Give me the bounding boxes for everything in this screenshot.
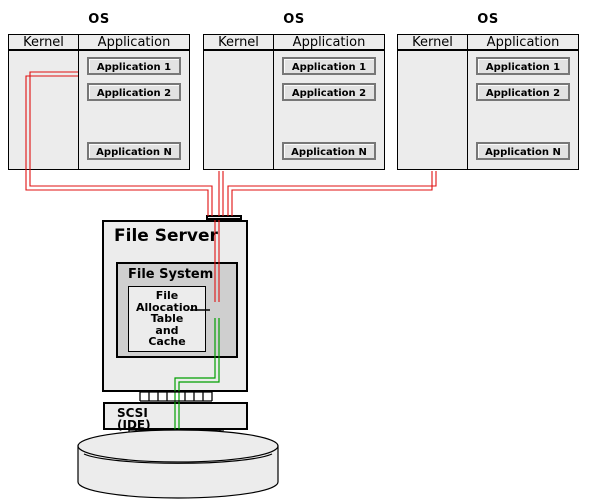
- scsi-controller-box: SCSI (IDE): [103, 402, 248, 431]
- kernel-column-header: Kernel: [218, 35, 259, 50]
- app-button-1[interactable]: Application 1: [476, 57, 570, 75]
- network-link-os2: [218, 171, 224, 216]
- os-node-1: OS Kernel Application Application 1 Appl…: [8, 12, 190, 170]
- fat-cache-box: File Allocation Table and Cache: [128, 286, 206, 352]
- scsi-label-line1: SCSI: [117, 406, 148, 420]
- app-button-2[interactable]: Application 2: [87, 83, 181, 101]
- app-button-n[interactable]: Application N: [476, 142, 570, 160]
- file-server-title: File Server: [114, 226, 218, 246]
- app-button-1[interactable]: Application 1: [282, 57, 376, 75]
- os-column-header: Kernel Application: [204, 35, 384, 51]
- app-button-n[interactable]: Application N: [87, 142, 181, 160]
- os-box: Kernel Application Application 1 Applica…: [397, 34, 579, 170]
- file-system-box: File System File Allocation Table and Ca…: [116, 262, 238, 358]
- app-button-2[interactable]: Application 2: [282, 83, 376, 101]
- fat-line-3: Table: [150, 312, 184, 325]
- os-node-3: OS Kernel Application Application 1 Appl…: [397, 12, 579, 170]
- application-column-header: Application: [486, 35, 560, 50]
- fat-line-2: Allocation: [136, 300, 198, 314]
- column-divider: [273, 35, 274, 169]
- fat-line-1: File: [155, 289, 179, 302]
- network-link-os3: [227, 171, 437, 216]
- disk-cylinder: [77, 429, 279, 499]
- kernel-column-header: Kernel: [23, 35, 64, 50]
- os-node-2: OS Kernel Application Application 1 Appl…: [203, 12, 385, 170]
- scsi-controller-label: SCSI (IDE): [117, 407, 151, 431]
- file-server-box: File Server File System File Allocation …: [102, 220, 248, 392]
- os-column-header: Kernel Application: [9, 35, 189, 51]
- app-button-n[interactable]: Application N: [282, 142, 376, 160]
- file-system-title: File System: [128, 267, 214, 282]
- application-column-header: Application: [97, 35, 171, 50]
- application-column-header: Application: [292, 35, 366, 50]
- scsi-label-line2: (IDE): [117, 418, 151, 432]
- os-box: Kernel Application Application 1 Applica…: [203, 34, 385, 170]
- app-button-2[interactable]: Application 2: [476, 83, 570, 101]
- fat-line-4: and: [155, 323, 179, 337]
- file-server-scsi-comb: [139, 391, 213, 402]
- kernel-column-header: Kernel: [412, 35, 453, 50]
- os-title: OS: [477, 12, 499, 27]
- fat-line-5: Cache: [148, 335, 186, 348]
- file-server-network-port: [206, 215, 242, 220]
- os-box: Kernel Application Application 1 Applica…: [8, 34, 190, 170]
- column-divider: [78, 35, 79, 169]
- os-title: OS: [88, 12, 110, 27]
- column-divider: [467, 35, 468, 169]
- os-column-header: Kernel Application: [398, 35, 578, 51]
- app-button-1[interactable]: Application 1: [87, 57, 181, 75]
- os-title: OS: [283, 12, 305, 27]
